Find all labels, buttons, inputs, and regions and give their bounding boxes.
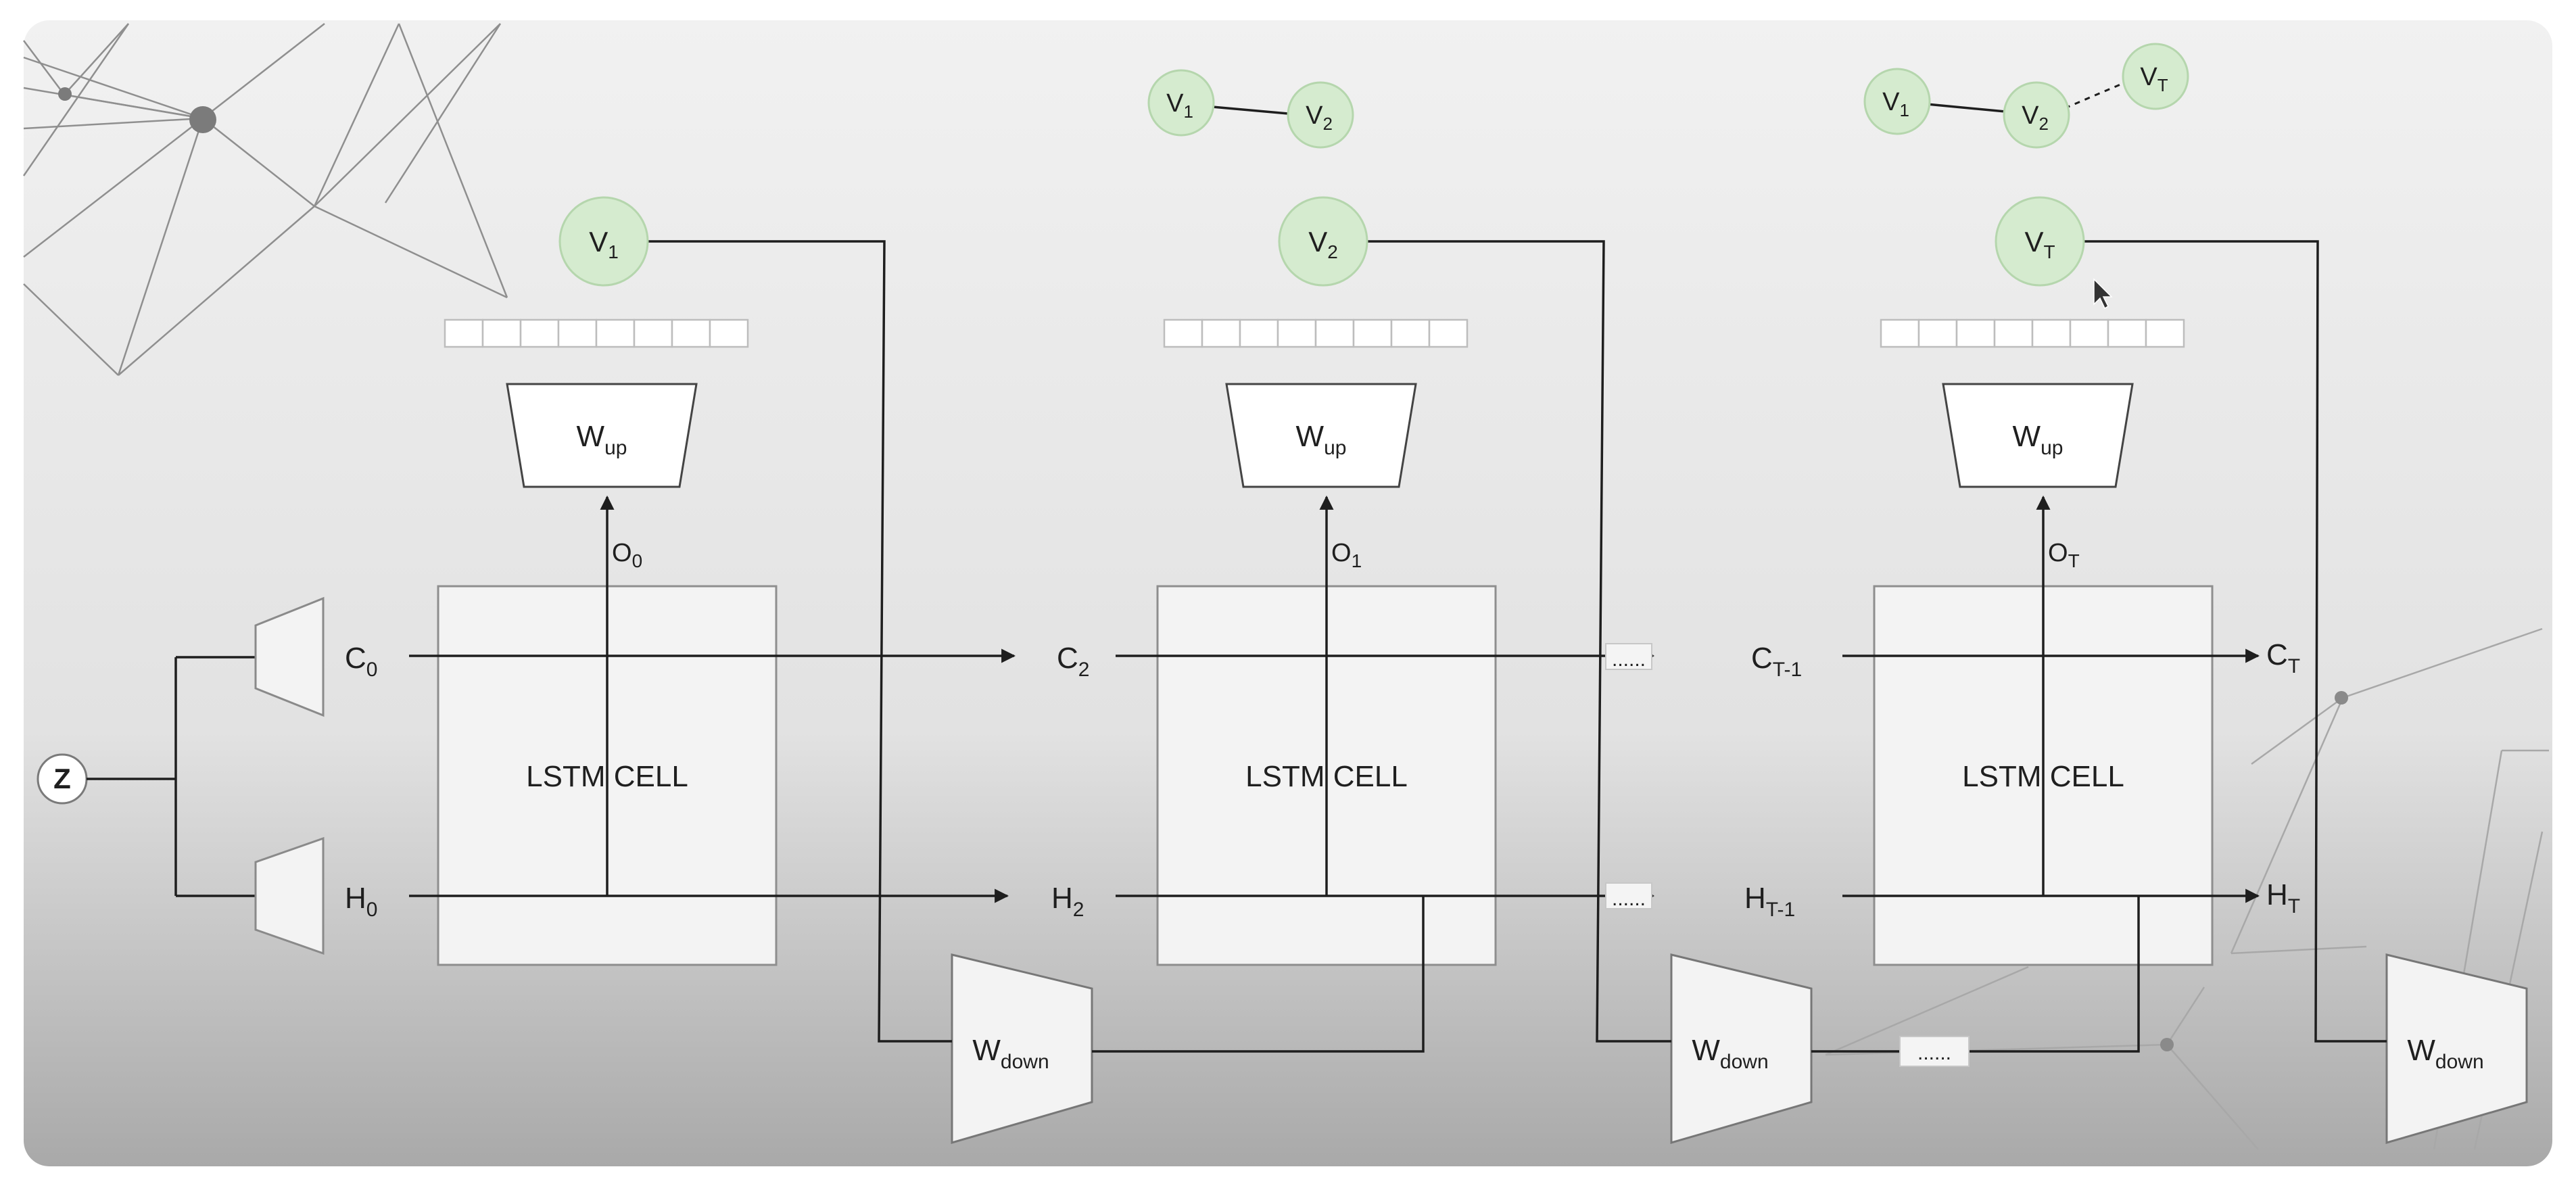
output-vector-strip-3	[1880, 318, 2185, 348]
sequence-2-node-vt	[2122, 43, 2189, 110]
vector-cell	[1917, 318, 1958, 348]
v-t-output-label: VT	[2024, 226, 2055, 262]
h2-label: H2	[1051, 882, 1084, 921]
decorative-node	[2160, 1038, 2174, 1051]
c0-encoder-trapezoid	[254, 596, 325, 717]
w-down-output-wires	[1092, 896, 2140, 1053]
h-t-output-label: HT	[2266, 878, 2300, 918]
vector-cell	[1277, 318, 1317, 348]
vector-cell	[1993, 318, 2034, 348]
sequence-1-node-v1	[1147, 69, 1215, 137]
vector-cell	[633, 318, 673, 348]
sequence-2-node-v1	[1863, 68, 1931, 135]
w-up-label-3: Wup	[2013, 420, 2064, 459]
vector-cell	[2031, 318, 2072, 348]
v2-output-node	[1278, 196, 1368, 287]
sequence-2-v2-label: V2	[2022, 101, 2049, 134]
w-down-trapezoid-3	[2385, 953, 2528, 1144]
decorative-node	[58, 87, 72, 101]
w-up-trapezoid-1	[506, 383, 698, 488]
vector-cell	[519, 318, 560, 348]
w-down-trapezoid-1	[951, 953, 1093, 1144]
vector-cell	[2069, 318, 2109, 348]
decorative-node	[2335, 691, 2348, 705]
ellipsis-box-c: ......	[1605, 643, 1652, 671]
vector-cell	[557, 318, 598, 348]
vector-cell	[1201, 318, 1241, 348]
w-up-label-1: Wup	[577, 420, 627, 459]
feedback-wires	[648, 240, 2387, 1043]
w-down-label-3: Wdown	[2407, 1034, 2483, 1073]
vector-cell	[1880, 318, 1920, 348]
o-t-label: OT	[2048, 539, 2080, 571]
output-vector-strip-2	[1163, 318, 1469, 348]
vector-cell	[1163, 318, 1203, 348]
decorative-node	[189, 106, 216, 133]
ellipsis-box-h: ......	[1605, 882, 1652, 910]
sequence-1-node-v2	[1287, 81, 1354, 149]
output-wires	[600, 495, 2051, 896]
vector-cell	[481, 318, 522, 348]
sequence-2-v1-label: V1	[1882, 88, 1909, 120]
vector-cell	[2145, 318, 2185, 348]
vector-cell	[1314, 318, 1355, 348]
c0-label: C0	[345, 642, 377, 681]
svg-text:......: ......	[1917, 1042, 1951, 1064]
svg-text:......: ......	[1612, 648, 1646, 671]
v1-output-node	[558, 196, 649, 287]
w-up-trapezoid-2	[1225, 383, 1417, 488]
vector-cell	[595, 318, 636, 348]
v2-output-label: V2	[1308, 226, 1338, 262]
c-t-minus-1-label: CT-1	[1751, 642, 1802, 681]
vector-cell	[1390, 318, 1431, 348]
sequence-2-link-1	[1926, 103, 2006, 113]
h-t-minus-1-label: HT-1	[1744, 882, 1795, 921]
vector-cell	[444, 318, 484, 348]
ellipsis-box-w-down: ......	[1899, 1036, 1970, 1067]
o0-label: O0	[612, 539, 642, 571]
vector-cell	[709, 318, 749, 348]
w-up-label-2: Wup	[1296, 420, 1347, 459]
o1-label: O1	[1331, 539, 1362, 571]
sequence-2-node-v2	[2003, 81, 2070, 149]
svg-text:......: ......	[1612, 888, 1646, 910]
sequence-1-v2-label: V2	[1306, 101, 1333, 134]
h0-encoder-trapezoid	[254, 836, 325, 955]
sequence-2-link-2	[2064, 81, 2126, 110]
h0-label: H0	[345, 882, 377, 921]
z-input-label: Z	[53, 763, 71, 794]
vector-cell	[1955, 318, 1996, 348]
sequence-1-v1-label: V1	[1166, 89, 1193, 122]
vector-cell	[2107, 318, 2147, 348]
w-up-trapezoid-3	[1942, 383, 2134, 488]
v-t-output-node	[1995, 196, 2085, 287]
output-vector-strip-1	[444, 318, 749, 348]
mouse-cursor-icon	[2093, 278, 2113, 310]
sequence-2-vt-label: VT	[2140, 63, 2168, 95]
v1-output-label: V1	[589, 226, 619, 262]
c-t-output-label: CT	[2266, 638, 2300, 677]
decorative-network-top-left	[22, 23, 508, 376]
z-branch-wires	[87, 656, 256, 897]
w-down-trapezoid-2	[1670, 953, 1813, 1144]
sequence-1-link	[1212, 105, 1289, 115]
c2-label: C2	[1057, 642, 1089, 681]
vector-cell	[1352, 318, 1393, 348]
w-down-label-2: Wdown	[1692, 1034, 1768, 1073]
vector-cell	[1428, 318, 1469, 348]
w-down-label-1: Wdown	[972, 1034, 1049, 1073]
vector-cell	[671, 318, 711, 348]
vector-cell	[1239, 318, 1279, 348]
